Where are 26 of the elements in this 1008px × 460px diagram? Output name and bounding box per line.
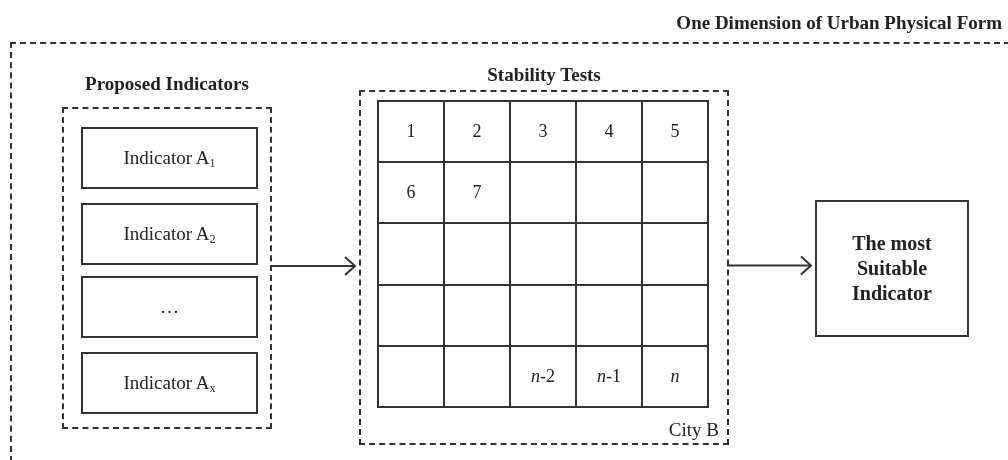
- grid-cell: n-1: [577, 346, 641, 406]
- box-text: Indicator A$_{1}$: [123, 145, 216, 171]
- grid-cell: 2: [445, 102, 509, 162]
- grid-cell: 7: [445, 163, 509, 223]
- grid-cell: n: [643, 346, 707, 406]
- indicator-box: [81, 276, 258, 338]
- grid-cell: 4: [577, 102, 641, 162]
- grid-cell: n-2: [511, 346, 575, 406]
- box-text: Indicator A$_{x}$: [123, 370, 216, 396]
- group-heading: Proposed Indicators: [85, 73, 249, 95]
- box-text: …: [160, 295, 179, 319]
- grid-cell: 1: [379, 102, 443, 162]
- indicator-box: [81, 352, 258, 414]
- grid-cell: 3: [511, 102, 575, 162]
- city-label: City B: [668, 419, 719, 441]
- box-text: The most Suitable Indicator: [851, 231, 933, 306]
- group-heading: Stability Tests: [487, 64, 601, 86]
- indicator-box: [81, 127, 258, 189]
- arrow: [269, 256, 356, 276]
- grid-cell: 5: [643, 102, 707, 162]
- result-box: [815, 200, 969, 337]
- frame-heading: One Dimension of Urban Physical Form: [676, 12, 1002, 34]
- arrow: [726, 255, 812, 276]
- box-text: Indicator A$_{2}$: [123, 221, 216, 247]
- grid-cell: 6: [379, 163, 443, 223]
- indicator-box: [81, 203, 258, 265]
